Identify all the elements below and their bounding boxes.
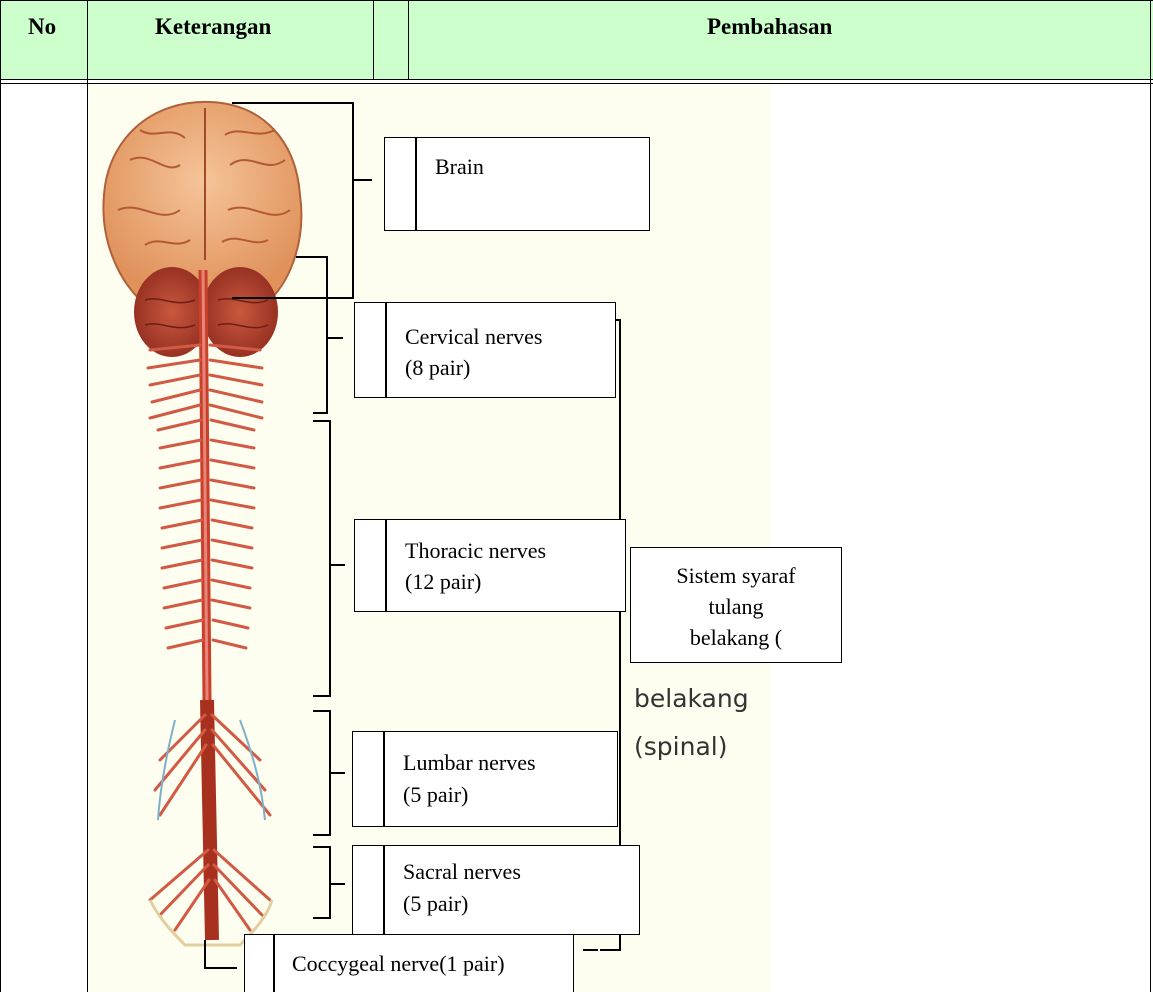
label-brain: Brain bbox=[435, 153, 484, 181]
label-cervical-line1: Cervical nerves bbox=[405, 323, 542, 351]
label-lumbar-line2: (5 pair) bbox=[403, 781, 468, 809]
label-thoracic-line2: (12 pair) bbox=[405, 568, 481, 596]
label-lumbar-box bbox=[352, 731, 618, 827]
label-coccygeal: Coccygeal nerve(1 pair) bbox=[292, 950, 505, 978]
label-thoracic-box bbox=[354, 519, 626, 612]
image-text-spinal: (spinal) bbox=[634, 731, 727, 763]
label-sacral-line2: (5 pair) bbox=[403, 890, 468, 918]
label-spinal-system-line2: tulang bbox=[630, 593, 842, 621]
image-text-belakang: belakang bbox=[634, 683, 749, 715]
label-spinal-system-line3: belakang ( bbox=[630, 624, 842, 652]
label-spinal-system-line1: Sistem syaraf bbox=[630, 562, 842, 590]
label-sacral-line1: Sacral nerves bbox=[403, 858, 521, 886]
label-brain-box bbox=[384, 137, 650, 231]
label-cervical-line2: (8 pair) bbox=[405, 354, 470, 382]
label-lumbar-line1: Lumbar nerves bbox=[403, 749, 536, 777]
label-thoracic-line1: Thoracic nerves bbox=[405, 537, 546, 565]
